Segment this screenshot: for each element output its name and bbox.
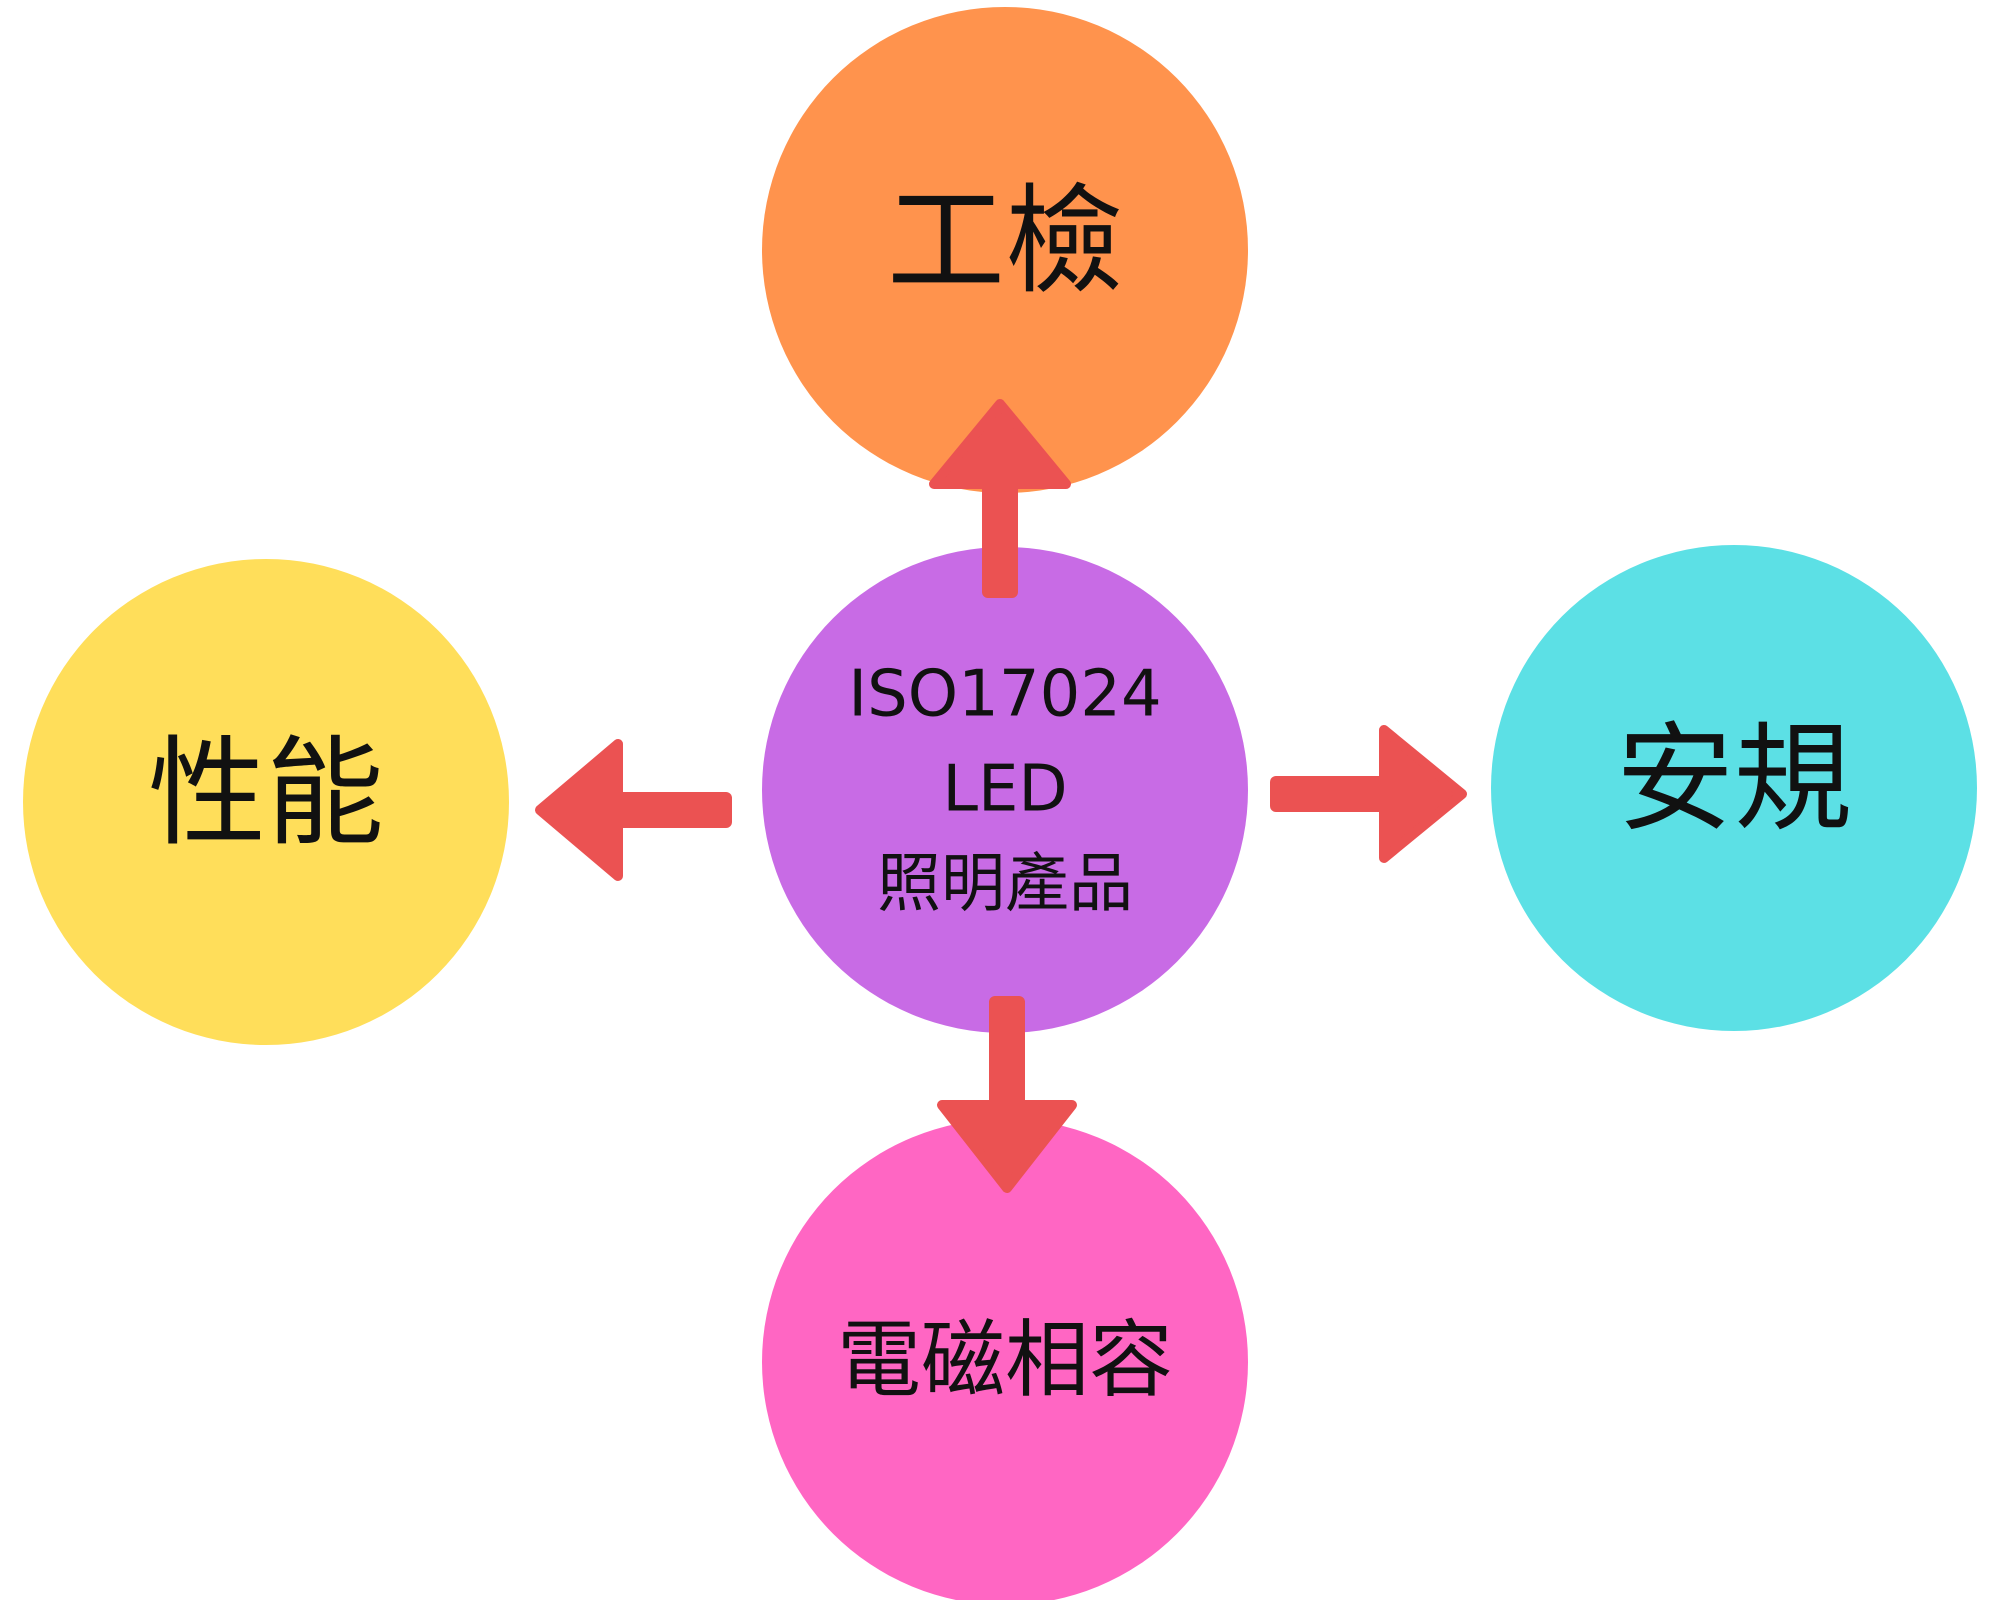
- node-center: ISO17024 LED 照明產品: [762, 547, 1248, 1033]
- node-right-circle: [1491, 545, 1977, 1031]
- arrow-down: [937, 996, 1077, 1193]
- arrow-up: [929, 399, 1071, 598]
- node-bottom-label: 電磁相容: [837, 1311, 1173, 1409]
- node-bottom-circle: [762, 1119, 1248, 1600]
- node-top-label: 工檢: [887, 172, 1123, 310]
- node-left-circle: [23, 559, 509, 1045]
- arrows: [535, 399, 1467, 1193]
- node-top-circle: [762, 7, 1248, 493]
- node-right-label: 安規: [1616, 710, 1852, 848]
- arrow-right: [1270, 725, 1467, 863]
- node-center-circle: [762, 547, 1248, 1033]
- node-bottom: 電磁相容: [762, 1119, 1248, 1600]
- node-center-line-1: ISO17024: [848, 658, 1161, 732]
- node-right: 安規: [1491, 545, 1977, 1031]
- node-center-line-2: LED: [942, 753, 1067, 827]
- arrow-left: [535, 739, 732, 881]
- node-left: 性能: [23, 559, 509, 1045]
- node-top: 工檢: [762, 7, 1248, 493]
- node-left-label: 性能: [148, 724, 384, 862]
- node-center-line-3: 照明產品: [877, 848, 1133, 922]
